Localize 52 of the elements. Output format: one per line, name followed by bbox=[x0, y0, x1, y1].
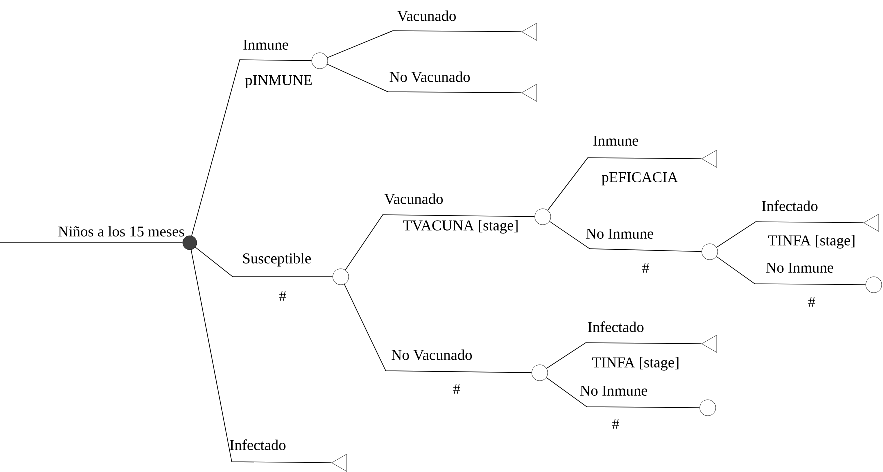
branch-line bbox=[192, 60, 312, 236]
terminal-triangle bbox=[864, 214, 880, 232]
chance-circle bbox=[702, 244, 718, 260]
edge-label: Infectado bbox=[762, 200, 818, 212]
branch-line bbox=[716, 256, 866, 286]
edge-label: No Vacunado bbox=[390, 72, 470, 82]
branch-line bbox=[191, 250, 332, 464]
branch-line bbox=[546, 377, 700, 408]
branch-line bbox=[195, 247, 334, 278]
probability-label: pINMUNE bbox=[246, 76, 312, 89]
edge-label: Vacunado bbox=[384, 194, 444, 204]
edge-label: Susceptible bbox=[243, 253, 312, 267]
edge-label: Inmune bbox=[594, 136, 638, 146]
probability-label: # bbox=[612, 419, 620, 429]
branch-line bbox=[344, 284, 532, 374]
branch-line bbox=[716, 222, 864, 248]
edge-label: Vacunado bbox=[398, 10, 456, 22]
edge-label: Infectado bbox=[230, 440, 286, 450]
edge-label: Infectado bbox=[588, 322, 644, 332]
chance-circle bbox=[532, 364, 548, 382]
edge-label: No Vacunado bbox=[392, 350, 472, 360]
probability-label: pEFICACIA bbox=[602, 172, 678, 186]
probability-label: TINFA [stage] bbox=[768, 235, 855, 249]
edge-label: No Inmune bbox=[580, 386, 648, 396]
root-label: Niños a los 15 meses bbox=[58, 226, 184, 237]
chance-circle bbox=[866, 276, 882, 294]
probability-label: # bbox=[280, 291, 286, 301]
edge-label: Inmune bbox=[244, 40, 288, 50]
terminal-triangle bbox=[522, 84, 538, 102]
chance-circle bbox=[312, 52, 328, 70]
terminal-triangle bbox=[332, 454, 348, 472]
probability-label: # bbox=[808, 297, 816, 307]
chance-circle bbox=[332, 268, 350, 286]
probability-label: # bbox=[454, 384, 460, 394]
branch-line bbox=[549, 221, 702, 252]
probability-label: # bbox=[642, 263, 650, 273]
branch-line bbox=[327, 64, 522, 94]
branch-line bbox=[0, 242, 184, 244]
branch-line bbox=[546, 342, 702, 369]
terminal-triangle bbox=[702, 150, 718, 168]
branch-line bbox=[548, 158, 702, 211]
root-circle bbox=[182, 236, 198, 250]
chance-circle bbox=[700, 400, 716, 416]
probability-label: TINFA [stage] bbox=[592, 357, 679, 371]
edge-label: No Inmune bbox=[586, 229, 654, 239]
probability-label: TVACUNA [stage] bbox=[403, 220, 518, 234]
branch-line bbox=[327, 30, 522, 58]
branch-line bbox=[345, 214, 536, 271]
chance-circle bbox=[534, 208, 552, 226]
edge-label: No Inmune bbox=[766, 263, 834, 273]
terminal-triangle bbox=[702, 335, 718, 353]
terminal-triangle bbox=[522, 23, 538, 41]
